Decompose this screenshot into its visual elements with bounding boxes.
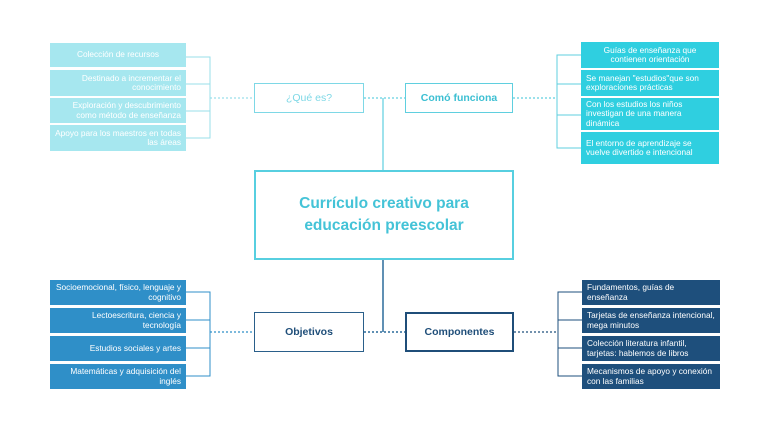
como-funciona-item: Se manejan "estudios"que son exploracion… [581,70,719,96]
componentes-item: Colección literatura infantil, tarjetas:… [582,336,720,361]
componentes-item: Tarjetas de enseñanza intencional, mega … [582,308,720,333]
objetivos-item: Matemáticas y adquisición del inglés [50,364,186,389]
que-es-item: Destinado a incrementar el conocimiento [50,70,186,96]
que-es-item: Colección de recursos [50,43,186,67]
objetivos-item-text: Lectoescritura, ciencia y tecnología [91,310,181,330]
hub-que-es: ¿Qué es? [254,83,364,113]
que-es-item: Exploración y descubrimiento como método… [50,98,186,123]
como-funciona-item: El entorno de aprendizaje se vuelve dive… [581,132,719,164]
hub-que-es-label: ¿Qué es? [285,92,333,104]
como-funciona-item: Guías de enseñanza que contienen orienta… [581,42,719,68]
que-es-item-text: Colección de recursos [76,49,160,60]
objetivos-item-text: Estudios sociales y artes [89,342,181,353]
componentes-item-text: Fundamentos, guías de enseñanza [587,282,675,302]
hub-como-funciona: Comó funciona [405,83,513,113]
central-topic: Currículo creativo para educación preesc… [254,170,514,260]
como-funciona-item-text: Guías de enseñanza que contienen orienta… [603,44,697,64]
hub-objetivos-label: Objetivos [285,326,333,338]
que-es-item-text: Apoyo para los maestros en todas las áre… [55,127,181,147]
objetivos-item-text: Matemáticas y adquisición del inglés [70,366,181,386]
objetivos-item: Lectoescritura, ciencia y tecnología [50,308,186,333]
como-funciona-item-text: El entorno de aprendizaje se vuelve dive… [586,137,693,157]
objetivos-item: Estudios sociales y artes [50,336,186,361]
como-funciona-item-text: Con los estudios los niños investigan de… [586,98,683,128]
componentes-item-text: Tarjetas de enseñanza intencional, mega … [587,310,715,330]
hub-componentes: Componentes [405,312,514,352]
objetivos-item-text: Socioemocional, físico, lenguaje y cogni… [56,282,181,302]
hub-componentes-label: Componentes [424,326,495,338]
que-es-item-text: Destinado a incrementar el conocimiento [81,72,181,92]
central-topic-title: Currículo creativo para educación preesc… [299,195,469,234]
objetivos-item: Socioemocional, físico, lenguaje y cogni… [50,280,186,305]
componentes-item: Fundamentos, guías de enseñanza [582,280,720,305]
componentes-item-text: Mecanismos de apoyo y conexión con las f… [587,366,712,386]
que-es-item-text: Exploración y descubrimiento como método… [72,100,181,120]
como-funciona-item: Con los estudios los niños investigan de… [581,98,719,130]
hub-objetivos: Objetivos [254,312,364,352]
que-es-item: Apoyo para los maestros en todas las áre… [50,125,186,151]
como-funciona-item-text: Se manejan "estudios"que son exploracion… [586,72,699,92]
componentes-item: Mecanismos de apoyo y conexión con las f… [582,364,720,389]
componentes-item-text: Colección literatura infantil, tarjetas:… [587,338,689,358]
hub-como-funciona-label: Comó funciona [420,92,498,104]
